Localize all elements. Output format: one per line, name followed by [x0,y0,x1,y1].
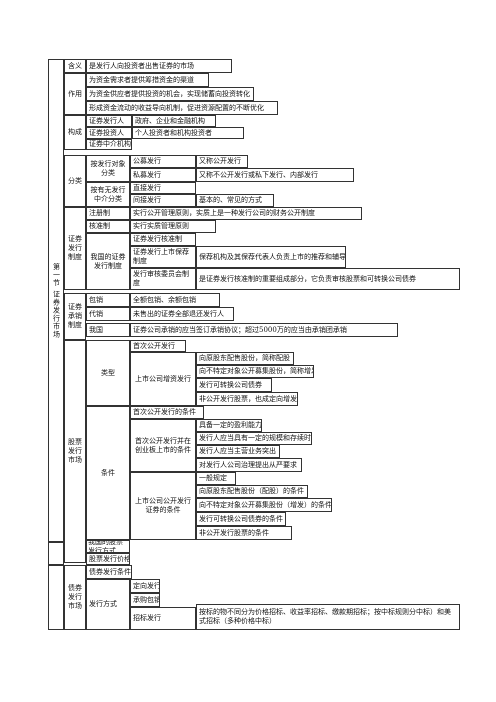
composition-investor: 证券投资人 [86,127,132,139]
listed-item-general: 一般规定 [196,472,236,485]
indirect-offer-desc: 基本的、常见的方式 [196,194,274,207]
underwrite-syndicate: 承购包销 [130,593,160,607]
seo-label: 上市公司增资发行 [130,352,196,406]
section-title-text: 第一节 证券发行市场 [52,262,61,339]
tender-desc: 按标的物不同分为价格招标、收益率招标、缴款期招标；按中标规则分中标）和美式招标（… [196,604,460,630]
china-item-approval: 证券发行核准制 [130,233,196,246]
listed-item-rights: 向原股东配售股份（配股）的条件 [196,485,308,498]
function-item-2: 为资金供应者提供投资的机会，实现储蓄向投资转化 [86,87,254,101]
composition-issuer-desc: 政府、企业和金融机构 [132,115,216,127]
meaning-text: 是发行人向投资者出售证券的市场 [86,59,232,73]
underwrite-full-desc: 全额包销、余额包销 [130,293,220,307]
type-label: 类型 [86,340,130,406]
listed-item-public: 向不特定对象公开募集股份（增发）的条件 [196,498,332,512]
tender-issue: 招标发行 [130,607,196,630]
china-item-committee: 发行审核委员会制度 [130,268,196,290]
indirect-offer: 间接发行 [130,194,196,207]
public-offer: 公募发行 [130,155,196,168]
underwrite-china: 我国 [86,323,130,337]
underwrite-full: 包销 [86,293,130,307]
seo-item-private: 非公开发行股票，也成定向增发 [196,392,298,406]
classification-label: 分类 [64,155,86,207]
private-offer-desc: 又称不公开发行或私下发行、内部发行 [196,168,354,182]
by-target-label: 按发行对象分类 [86,155,130,182]
listed-label: 上市公司公开发行证券的条件 [130,472,196,540]
composition-label: 构成 [64,115,86,150]
gem-item-governance: 对发行人公司治理提出从严要求 [196,458,302,472]
seo-item-rights: 向原股东配售股份，简称配股 [196,352,294,365]
bond-condition: 债券发行条件 [86,565,132,579]
by-intermediary-label: 按有无发行中介分类 [86,182,130,207]
registration-desc: 实行公开管理原则，实质上是一种发行公司的财务公开制度 [130,207,362,220]
china-item-sponsor-desc: 保荐机构及其保荐代表人负责上市的推荐和辅导 [196,246,346,268]
composition-issuer: 证券发行人 [86,115,132,127]
china-item-sponsor: 证券发行上市保荐制度 [130,246,196,268]
approval-desc: 实行实质管理原则 [130,220,216,233]
bond-left-blank [48,565,64,630]
system-label: 证券发行制度 [64,207,86,290]
listed-item-private: 非公开发行股票的条件 [196,526,292,540]
function-item-1: 为资金需求者提供筹措资金的渠道 [86,73,209,87]
function-item-3: 形成资金流动的收益导向机制，促进资源配置的不断优化 [86,101,278,115]
meaning-label: 含义 [64,59,86,73]
underwriting-label: 证券承销制度 [64,293,86,340]
seo-item-public: 向不特定对象公开募集股份，简称增发 [196,365,314,378]
section-title: 第一节 证券发行市场 [48,59,64,542]
fixed-issue: 定向发行 [130,579,160,593]
registration: 注册制 [86,207,130,220]
section-filler [48,542,64,565]
condition-label: 条件 [86,406,130,540]
china-system-label: 我国的证券发行制度 [86,233,130,290]
approval: 核准制 [86,220,130,233]
listed-item-convertible: 发行可转换公司债券的条件 [196,512,286,526]
public-offer-desc: 又称公开发行 [196,155,248,168]
gem-item-profit: 具备一定的盈利能力 [196,419,262,432]
private-offer: 私募发行 [130,168,196,182]
ipo-condition: 首次公开发行的条件 [130,406,204,419]
seo-item-convertible: 发行可转换公司债券 [196,378,272,392]
china-item-committee-desc: 是证券发行核准制的重要组成部分，它负责审核股票和可转换公司债券 [196,268,460,290]
composition-investor-desc: 个人投资者和机构投资者 [132,127,244,139]
bond-method-label: 发行方式 [86,579,130,630]
gem-label: 首次公开发行并在创业板上市的条件 [130,419,196,472]
bond-market-label: 债券发行市场 [64,565,86,630]
stock-market-label: 股票发行市场 [64,340,86,563]
underwrite-agency-desc: 未售出的证券全部退还发行人 [130,307,234,321]
underwrite-china-desc: 证券公司承销的应当签订承销协议；超过5000万的应当由承销团承销 [130,323,398,337]
direct-offer: 直接发行 [130,182,196,194]
stock-method: 我国的股票发行方式 [86,540,130,553]
composition-intermediary: 证券中介机构 [86,139,132,150]
gem-item-scale: 发行人应当具有一定的规模和存续时间 [196,432,312,445]
function-label: 作用 [64,73,86,115]
ipo: 首次公开发行 [130,340,186,352]
gem-item-business: 发行人应当主营业务突出 [196,445,280,458]
underwrite-agency: 代销 [86,307,130,321]
stock-price: 股票发行价格 [86,553,130,565]
